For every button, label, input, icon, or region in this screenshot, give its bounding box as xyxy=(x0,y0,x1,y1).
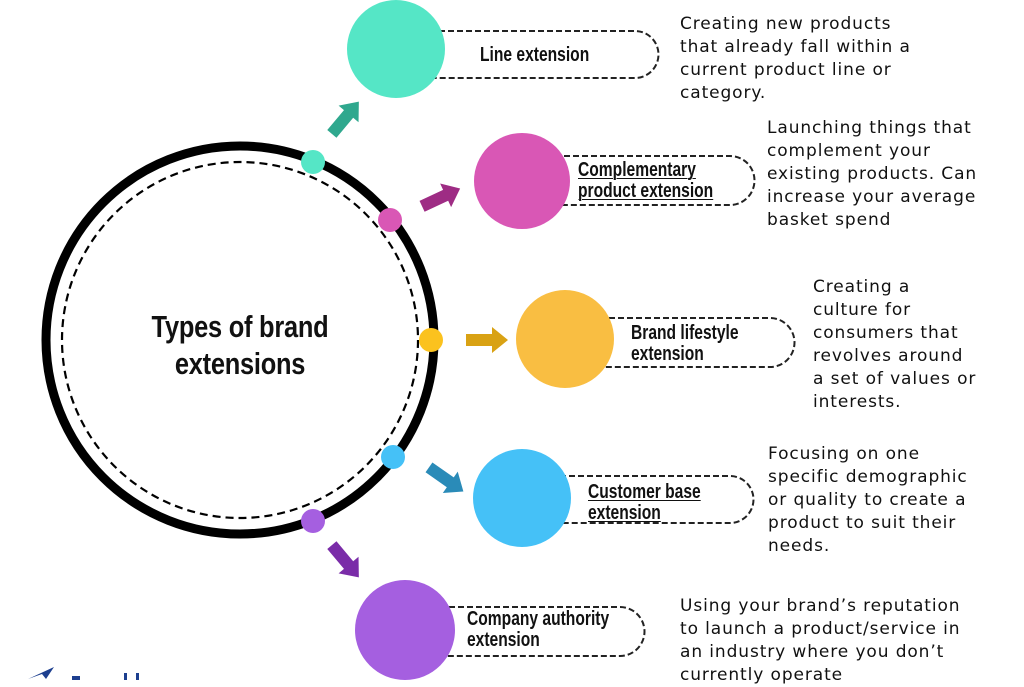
pill-line-extension xyxy=(430,30,660,79)
ring-dot-line-extension xyxy=(301,150,325,174)
brand-lifestyle-extension-description: Creating a culture for consumers that re… xyxy=(813,277,977,412)
arrow-down-right-icon xyxy=(327,541,359,578)
arrow-right-icon xyxy=(466,327,508,353)
ring-dot-company-authority-extension xyxy=(301,509,325,533)
line-extension-circle xyxy=(347,0,445,98)
company-authority-extension-circle xyxy=(355,580,455,680)
line-extension-label: Line extension xyxy=(480,44,590,66)
arrow-right-up-icon xyxy=(419,183,461,212)
ring-dot-customer-base-extension xyxy=(381,445,405,469)
brand-lifestyle-extension-label: Brand lifestyle extension xyxy=(631,322,739,365)
pill-complementary-product-extension xyxy=(555,155,756,206)
ring-dot-brand-lifestyle-extension xyxy=(419,328,443,352)
ring-dot-complementary-product-extension xyxy=(378,208,402,232)
arrow-up-right-icon xyxy=(327,101,359,138)
complementary-product-extension-label: Complementary product extension xyxy=(578,159,714,202)
pill-customer-base-extension xyxy=(560,475,755,524)
pill-company-authority-extension xyxy=(440,606,646,657)
pill-brand-lifestyle-extension xyxy=(600,317,796,368)
company-authority-extension-label: Company authority extension xyxy=(467,608,610,651)
paper-plane-logo-icon xyxy=(28,667,139,680)
hub-inner-dashed-ring xyxy=(60,160,420,520)
company-authority-extension-description: Using your brand’s reputation to launch … xyxy=(680,596,961,685)
brand-lifestyle-extension-circle xyxy=(516,290,614,388)
arrow-right-down-icon xyxy=(425,462,464,493)
customer-base-extension-description: Focusing on one specific demographic or … xyxy=(768,444,968,556)
customer-base-extension-label: Customer base extension xyxy=(588,481,701,524)
complementary-product-extension-circle xyxy=(474,133,570,229)
line-extension-description: Creating new products that already fall … xyxy=(680,14,911,103)
customer-base-extension-circle xyxy=(473,449,571,547)
diagram-title: Types of brand extensions xyxy=(151,309,329,381)
complementary-product-extension-description: Launching things that complement your ex… xyxy=(767,118,978,230)
